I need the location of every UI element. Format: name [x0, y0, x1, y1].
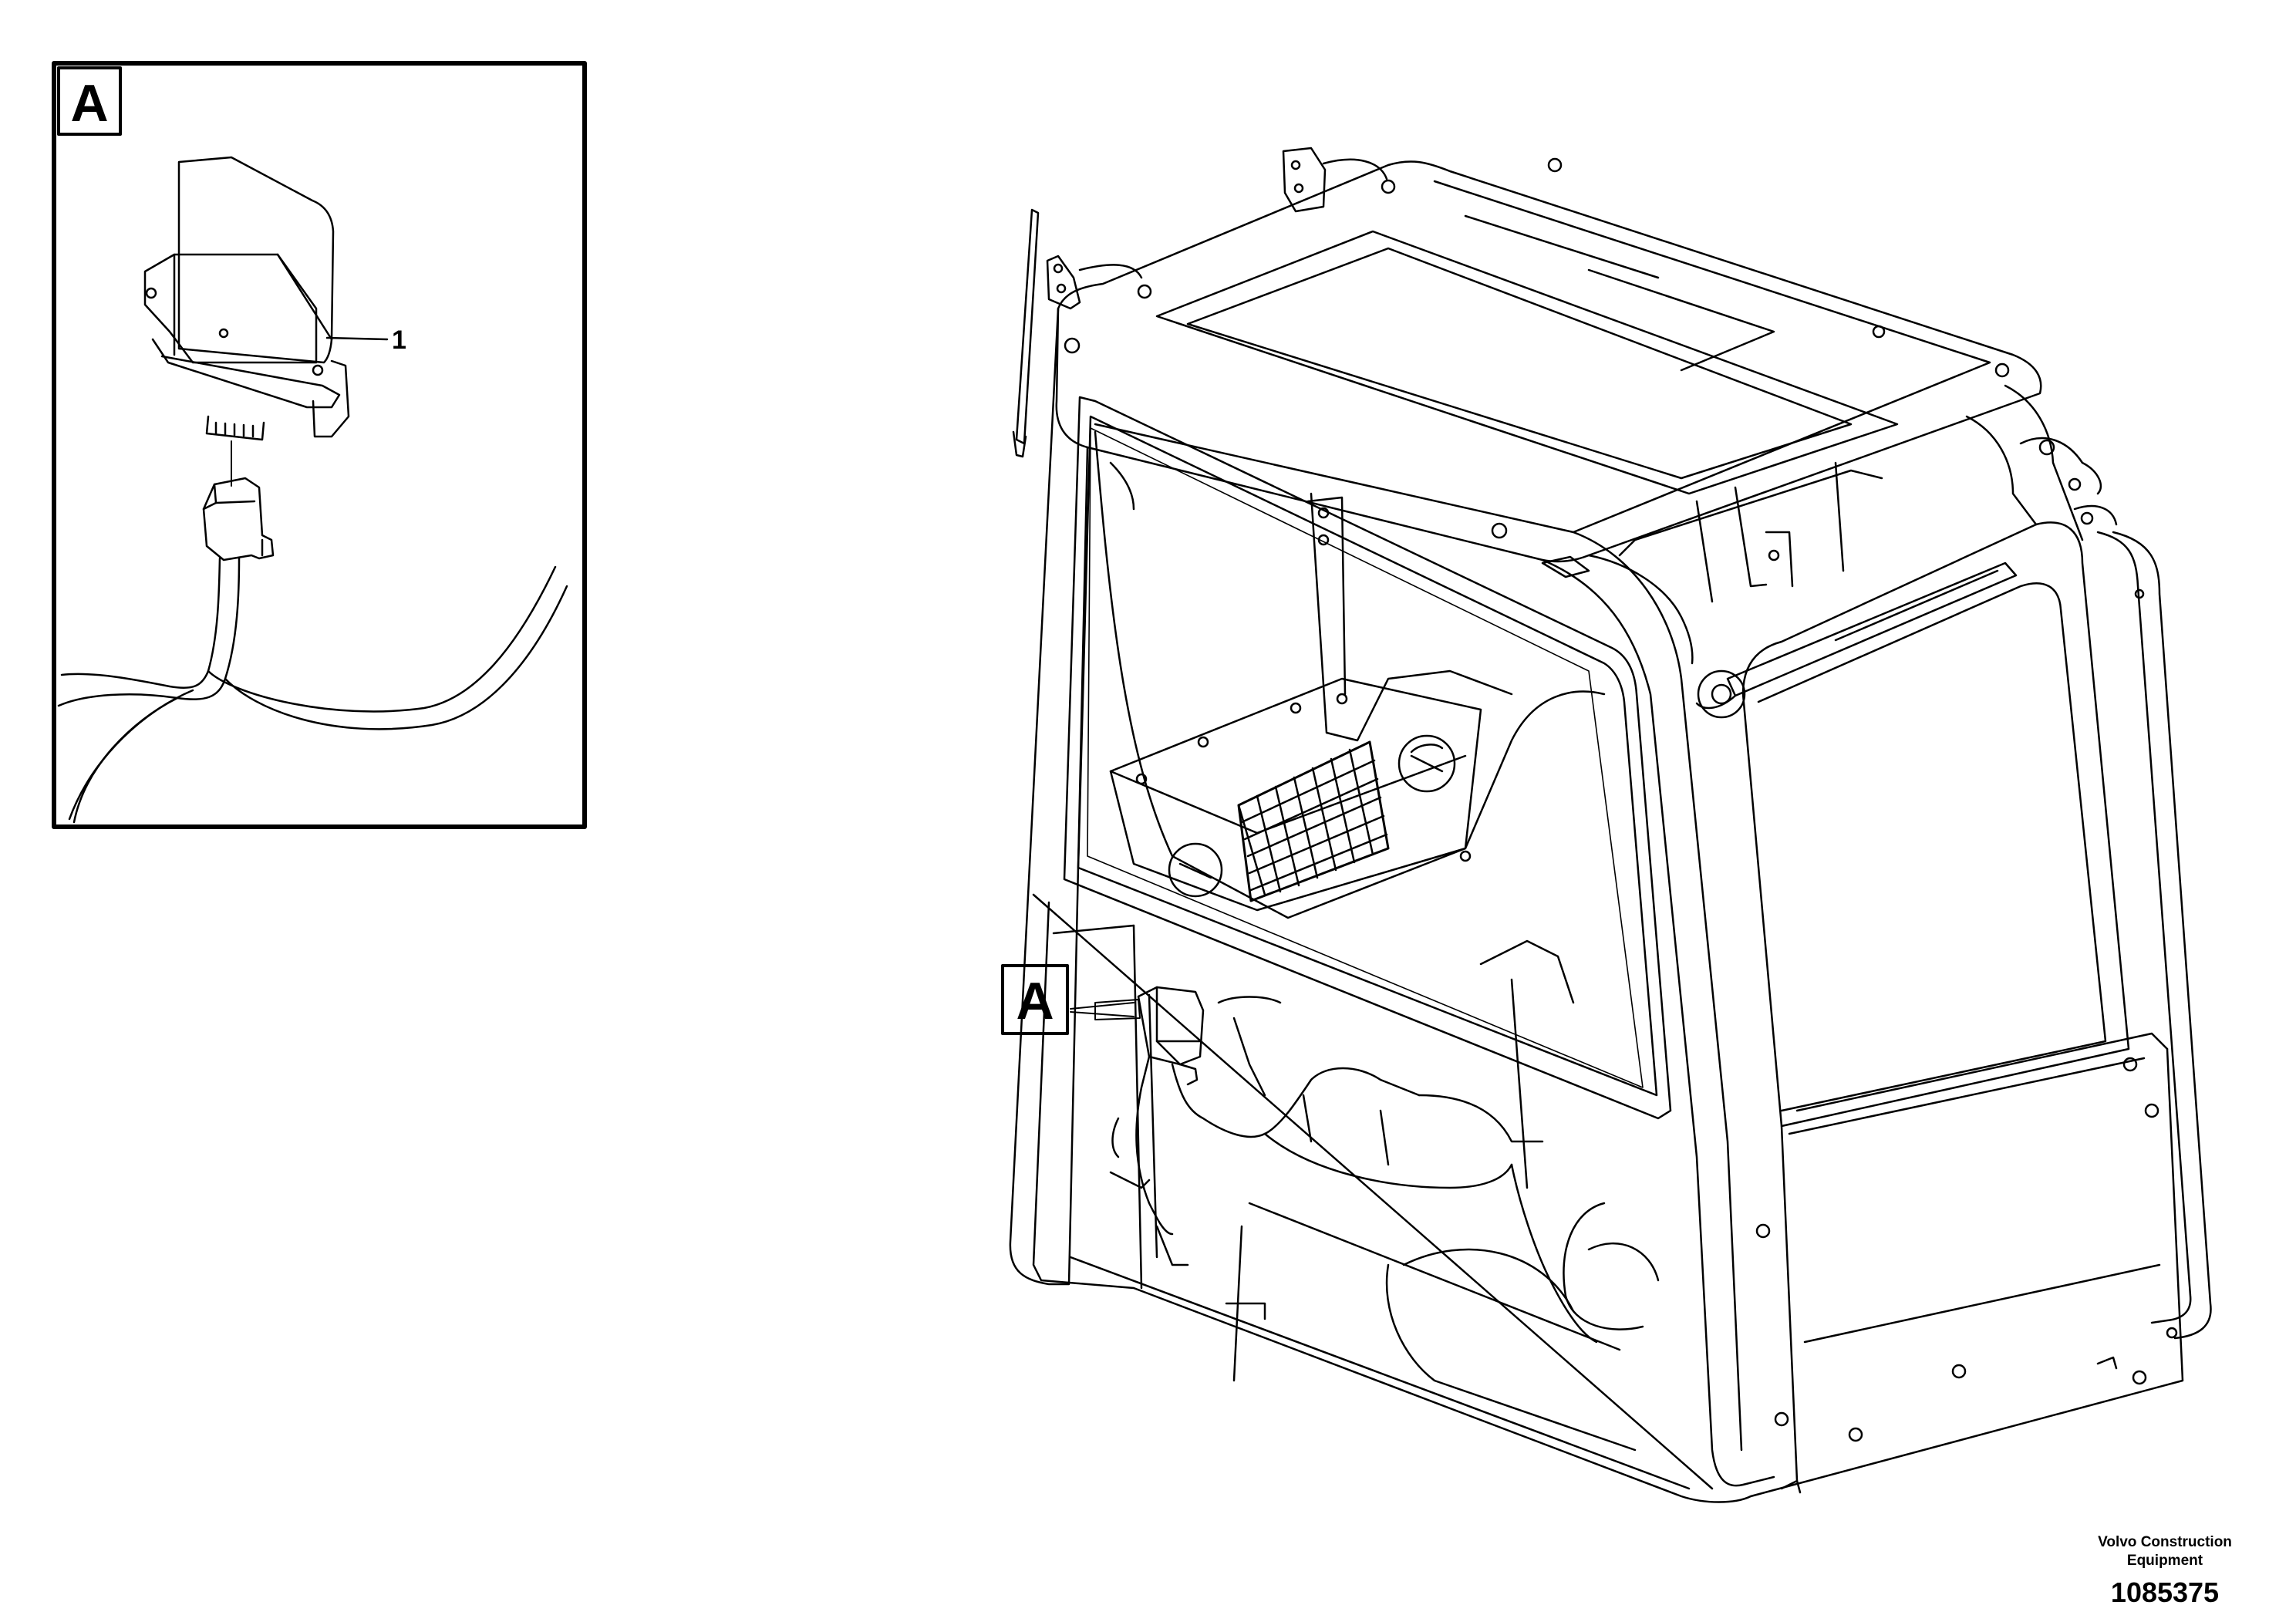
cab-assembly — [1009, 147, 2212, 1503]
document-number: 1085375 — [2110, 1576, 2220, 1608]
storage-net — [1237, 740, 1390, 902]
front-pillar-right — [1541, 558, 1775, 1487]
antenna — [1015, 208, 1040, 445]
control-unit-part — [143, 156, 389, 441]
callout-number-1: 1 — [392, 325, 406, 355]
harness-connector — [202, 440, 275, 561]
roof-bracket-front — [1046, 255, 1152, 310]
main-callout-label: A — [1016, 972, 1054, 1030]
interior-rear-wall — [1094, 430, 1606, 919]
side-window-frame — [1741, 521, 2130, 1128]
front-window-frame — [1063, 396, 1672, 1120]
detail-label: A — [70, 74, 108, 133]
main-callout-label-box — [1001, 964, 1069, 1035]
detail-frame — [52, 61, 587, 829]
detail-view-a: A 1 — [52, 61, 587, 829]
detail-label-box — [57, 66, 122, 136]
roof-panel — [1055, 160, 2042, 563]
front-pillar-left — [1009, 307, 1089, 1286]
callout-leader-a — [1070, 1002, 1135, 1017]
cab-lower-body — [1032, 901, 2184, 1503]
grab-handle — [2096, 531, 2192, 1324]
manufacturer-credit: Volvo Construction Equipment — [2065, 1533, 2265, 1570]
interior-vents — [1168, 734, 1456, 898]
wiring-harness — [57, 557, 568, 824]
credit-line-1: Volvo Construction — [2098, 1534, 2232, 1550]
cab-control-unit — [1109, 986, 1598, 1344]
credit-line-2: Equipment — [2126, 1553, 2203, 1569]
roof-bracket-rear — [1282, 147, 1396, 213]
wiper-arm — [1695, 561, 2018, 719]
